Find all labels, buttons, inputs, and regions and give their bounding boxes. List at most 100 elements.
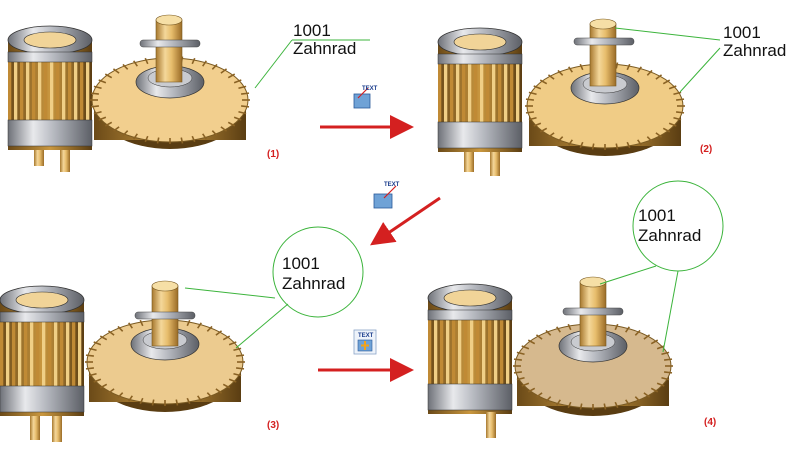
- gear-tooth: [180, 137, 184, 144]
- gear-tooth: [220, 126, 228, 132]
- gear-tooth: [527, 387, 536, 393]
- gear-tooth: [56, 60, 60, 130]
- label-line2: Zahnrad: [282, 274, 345, 293]
- gear-tooth: [547, 74, 555, 80]
- gear-tooth: [122, 130, 129, 137]
- gear-tooth: [579, 63, 584, 71]
- gear-tooth: [85, 367, 94, 370]
- gear-tooth: [117, 325, 124, 332]
- gear-assembly: [427, 276, 673, 438]
- gear-tooth: [557, 136, 564, 143]
- gear-tooth: [128, 395, 133, 402]
- gear-tooth: [99, 383, 108, 389]
- gear-tooth: [86, 60, 90, 130]
- gear-tooth: [650, 387, 659, 393]
- icon-caption: TEXT: [384, 182, 400, 188]
- gear-tooth: [480, 62, 484, 132]
- leader-line: [235, 303, 289, 349]
- gear-tooth: [236, 367, 245, 370]
- gear-tooth: [664, 371, 673, 374]
- gear-tooth: [655, 74, 663, 80]
- gear-tooth: [625, 399, 630, 406]
- gear-tooth: [568, 66, 573, 73]
- step-number: (4): [704, 417, 716, 428]
- leader-line: [662, 270, 679, 353]
- gear-tooth: [241, 92, 250, 95]
- gear-tooth: [233, 79, 242, 84]
- gear-tooth: [525, 98, 534, 101]
- gear-tooth: [107, 388, 115, 394]
- arrow-step-2-to-3: [370, 196, 441, 246]
- gear-tooth: [615, 143, 619, 150]
- gear-tooth: [500, 320, 504, 392]
- gear-tooth: [462, 62, 466, 132]
- gear-teeth: [0, 322, 82, 394]
- gear-tooth: [492, 62, 496, 132]
- gear-tooth: [643, 334, 651, 340]
- gear-tooth: [525, 111, 534, 114]
- gear-tooth: [464, 320, 468, 392]
- gear-tooth: [233, 347, 242, 352]
- gear-tooth: [664, 358, 673, 361]
- gear-tooth: [238, 110, 247, 115]
- gear-tooth: [222, 383, 231, 389]
- panel-2: 1001 Zahnrad (2): [437, 18, 786, 176]
- gear-tooth: [673, 91, 682, 96]
- leader-line: [184, 287, 276, 299]
- gear-tooth: [513, 358, 522, 361]
- gear-tooth: [614, 323, 619, 331]
- gear-tooth: [50, 60, 54, 130]
- gear-tooth: [498, 62, 502, 132]
- gear-tooth: [215, 388, 223, 394]
- gear-tooth: [98, 79, 107, 84]
- gear-tooth: [528, 91, 537, 96]
- gear-tooth: [122, 63, 129, 70]
- step-number: (1): [267, 149, 279, 160]
- gear-tooth: [222, 335, 231, 341]
- gear-tooth: [482, 320, 486, 392]
- gear-tooth: [510, 62, 514, 132]
- gear-tooth: [88, 347, 97, 352]
- label-line1: 1001: [293, 21, 331, 40]
- gear-tooth: [516, 376, 525, 381]
- gear-tooth: [444, 62, 448, 132]
- gear-tooth: [90, 105, 99, 108]
- gear-tooth: [139, 397, 144, 405]
- gear-tooth: [26, 60, 30, 130]
- gear-tooth: [66, 322, 70, 394]
- gear-tooth: [104, 121, 113, 127]
- gear-tooth: [48, 322, 52, 394]
- gear-tooth: [603, 403, 607, 410]
- gear-tooth: [202, 133, 207, 140]
- balloon-circle: [272, 226, 364, 318]
- label-line1: 1001: [638, 206, 676, 225]
- gear-tooth: [656, 345, 665, 350]
- panel-3: 1001 Zahnrad (3): [0, 226, 364, 442]
- gear-tooth: [661, 351, 670, 356]
- gear-tooth: [591, 143, 595, 150]
- gear-tooth: [446, 320, 450, 392]
- gear-tooth: [533, 85, 542, 90]
- gear-tooth: [504, 62, 508, 132]
- gear-tooth: [42, 322, 46, 394]
- gear-tooth: [88, 372, 97, 377]
- gear-tooth: [568, 139, 573, 146]
- gear-tooth: [144, 135, 149, 143]
- gear-tooth: [227, 121, 236, 127]
- label-line1: 1001: [282, 254, 320, 273]
- gear-tooth: [236, 354, 245, 357]
- gear-tooth: [656, 382, 665, 387]
- label-line2: Zahnrad: [723, 41, 786, 60]
- gear-tooth: [206, 325, 213, 332]
- gear-tooth: [634, 396, 641, 403]
- gear-tooth: [36, 322, 40, 394]
- gear-tooth: [440, 320, 444, 392]
- gear-tooth: [428, 320, 432, 392]
- gear-tooth: [117, 392, 124, 399]
- gear-tooth: [151, 399, 155, 406]
- step-number: (2): [700, 144, 712, 155]
- gear-tooth: [513, 371, 522, 374]
- gear-tooth: [72, 322, 76, 394]
- gear-tooth: [128, 322, 133, 329]
